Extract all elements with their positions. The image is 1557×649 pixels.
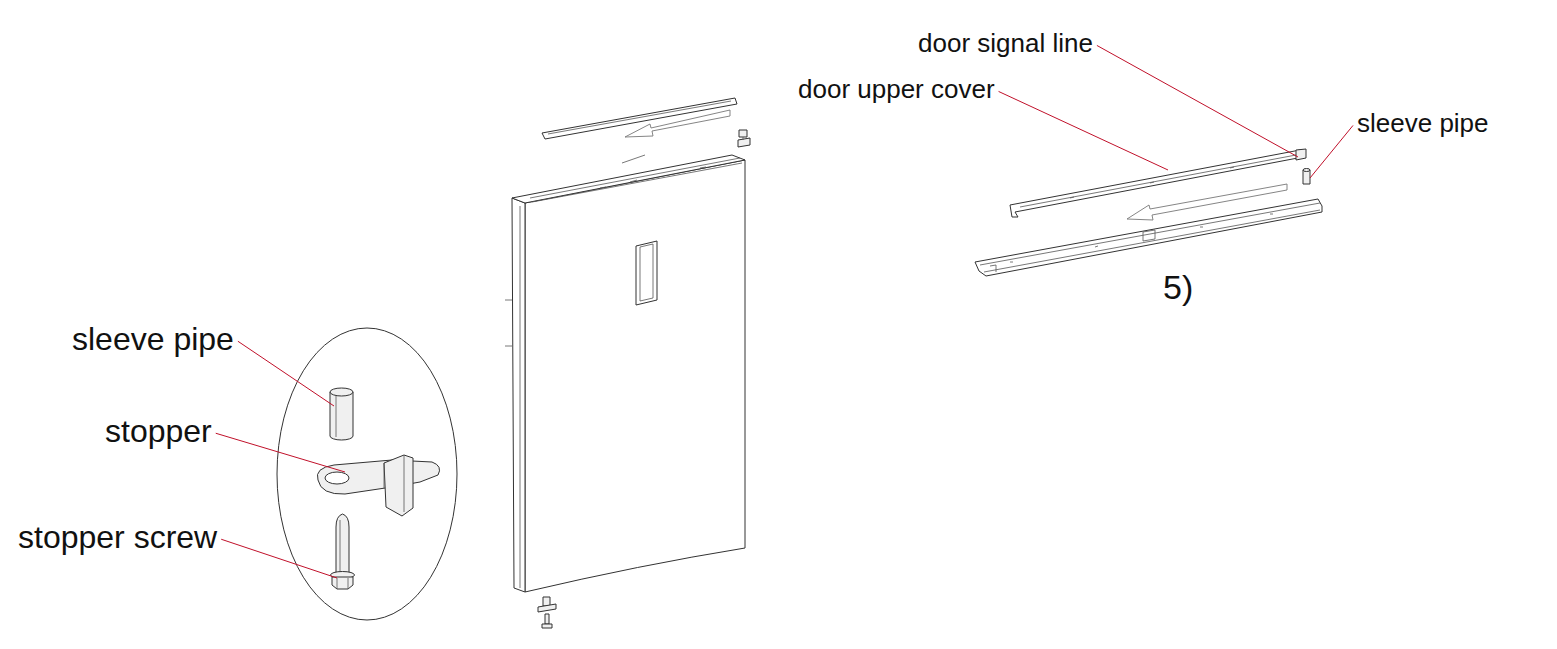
door-top-rail-part <box>990 265 996 272</box>
stopper-part <box>404 455 405 512</box>
door-body <box>520 206 521 588</box>
door-bottom-hinge-parts <box>538 597 556 628</box>
stopper-part <box>317 460 439 494</box>
door-body <box>505 155 745 592</box>
right-sleeve-pipe-part <box>1303 170 1310 184</box>
right-sleeve-pipe-part <box>1303 169 1310 172</box>
door-top-cover <box>542 98 737 139</box>
part-label: door signal line <box>918 29 1093 59</box>
door-body <box>512 198 525 592</box>
sleeve-pipe-part <box>330 388 353 396</box>
upper-cover-part <box>1010 150 1303 217</box>
door-body <box>512 155 745 203</box>
stopper-part <box>317 455 439 516</box>
stopper-screw-part <box>332 577 353 589</box>
right-sleeve-pipe-part <box>1296 149 1310 184</box>
part-label: stopper <box>105 413 212 450</box>
door-body <box>600 167 706 188</box>
sleeve-pipe-part <box>330 392 353 440</box>
stopper-screw-part <box>348 578 349 589</box>
door-top-hinge-parts <box>738 138 750 147</box>
stopper-screw-part <box>336 514 349 574</box>
door-top-rail-part <box>1010 214 1273 262</box>
door-top-hinge-parts <box>743 137 744 140</box>
door-body <box>636 241 657 305</box>
upper-cover-part <box>1070 167 1234 198</box>
leader-line <box>238 341 334 406</box>
stopper-part <box>384 455 413 516</box>
door-body <box>525 160 745 592</box>
leader-line <box>221 539 337 578</box>
door-body <box>505 300 512 346</box>
stopper-part <box>384 463 385 488</box>
part-label: sleeve pipe <box>1357 109 1489 139</box>
door-top-hinge-parts <box>738 130 750 147</box>
door-body <box>640 244 653 301</box>
detail-oval <box>277 328 457 620</box>
part-label: door upper cover <box>798 75 995 105</box>
stopper-screw-part <box>340 520 341 573</box>
stopper-screw-part <box>331 514 355 589</box>
door-body <box>532 163 742 202</box>
part-label: stopper screw <box>18 519 217 556</box>
part-label: sleeve pipe <box>72 321 234 358</box>
door-top-hinge-parts <box>739 130 747 137</box>
leader-line <box>1097 45 1298 157</box>
leader-line <box>999 91 1168 170</box>
upper-cover-part <box>1020 155 1296 207</box>
leader-line <box>1310 125 1353 178</box>
upper-cover-part <box>1010 150 1303 217</box>
door-top-cover <box>542 98 737 139</box>
leader-lines <box>216 45 1353 578</box>
door-bottom-hinge-parts <box>543 597 550 606</box>
right-direction-arrow <box>1127 184 1287 220</box>
door-bottom-hinge-parts <box>542 624 552 628</box>
direction-arrow <box>622 110 730 163</box>
direction-arrow <box>625 110 730 137</box>
step-number: 5) <box>1163 268 1193 307</box>
direction-arrow <box>622 155 645 163</box>
stopper-screw-part <box>337 578 338 589</box>
right-direction-arrow <box>1127 184 1287 220</box>
stopper-part <box>325 472 349 484</box>
door-bottom-hinge-parts <box>538 604 556 612</box>
sleeve-pipe-part <box>336 396 337 437</box>
leader-line <box>216 433 345 472</box>
door-top-rail-part <box>1143 230 1155 241</box>
right-sleeve-pipe-part <box>1296 149 1306 160</box>
detail-oval <box>277 328 457 620</box>
door-bottom-hinge-parts <box>545 614 549 624</box>
sleeve-pipe-part <box>330 388 353 440</box>
door-body <box>530 158 740 198</box>
